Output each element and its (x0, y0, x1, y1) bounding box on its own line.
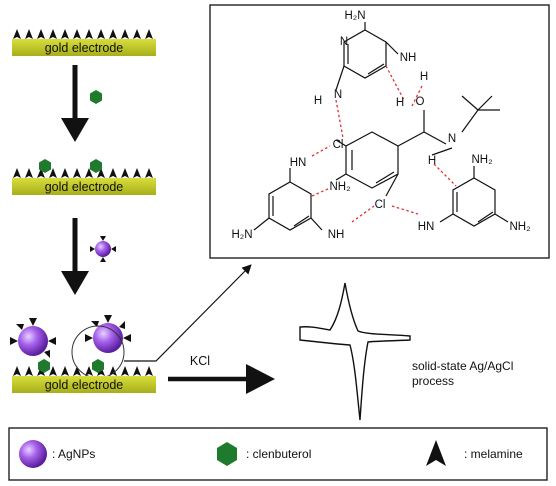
hydrogen-bonds (311, 65, 457, 223)
melamine-legend-label: : melamine (464, 447, 523, 461)
nh2-label: H₂N (344, 10, 365, 22)
gold-electrode-bar (12, 178, 156, 195)
melamine-legend-icon (426, 440, 446, 466)
result-text-line2: process (412, 374, 454, 388)
zoom-arrow (124, 264, 252, 362)
h2n-label: H₂N (231, 229, 252, 241)
n-label: N (448, 133, 456, 145)
clenbuterol-legend-label: : clenbuterol (246, 447, 311, 461)
nh2-label: NH₂ (509, 221, 530, 233)
nh2-label: NH₂ (471, 154, 492, 166)
melamine-row-mid (13, 168, 153, 178)
electrode-bare: gold electrode (12, 29, 156, 56)
gold-electrode-label: gold electrode (45, 378, 124, 392)
hn-label: HN (418, 221, 435, 233)
structure-box (209, 4, 550, 259)
gold-electrode-label: gold electrode (45, 180, 124, 194)
gold-electrode-label: gold electrode (45, 41, 124, 55)
agnp-legend-label: : AgNPs (52, 447, 95, 461)
agnp-particle (10, 318, 56, 358)
h-label: H (420, 71, 428, 83)
ring-n-label: N (340, 36, 348, 48)
n-label: N (334, 89, 342, 101)
agnp-particle (85, 315, 131, 353)
legend-box (8, 427, 548, 481)
cl-label: Cl (333, 139, 344, 151)
electrode-with-clenbuterol: gold electrode (12, 159, 156, 195)
arrow-down-2 (61, 218, 89, 295)
arrow-down-1 (61, 65, 89, 142)
clenbuterol-icon (90, 90, 102, 104)
h-label: H (428, 155, 436, 167)
gold-electrode-bar (12, 39, 156, 56)
agnp-with-melamine-icon (90, 236, 116, 262)
molecule-structure (253, 22, 509, 231)
melamine-row-bottom (13, 366, 153, 376)
nh-label: NH (328, 229, 345, 241)
clenbuterol-legend-icon (217, 442, 237, 466)
hn-label: HN (290, 157, 307, 169)
h-label: H (396, 97, 404, 109)
cl-label: Cl (375, 199, 386, 211)
o-label: O (416, 96, 425, 108)
gold-electrode-bar (12, 376, 156, 393)
atom-labels: H₂N NH H O H N H N H Cl HN NH₂ NH₂ Cl H₂… (231, 10, 530, 241)
electrode-with-agnps: gold electrode (10, 315, 156, 393)
agnp-legend-icon (19, 440, 47, 468)
result-text-line1: solid-state Ag/AgCl (412, 359, 513, 373)
nh-label: NH (400, 52, 417, 64)
kcl-arrow (168, 364, 275, 394)
melamine-row-top (13, 29, 153, 39)
voltammogram-curve (299, 282, 411, 421)
h-label: H (314, 95, 322, 107)
kcl-label: KCl (190, 354, 210, 368)
nh2-label: NH₂ (329, 181, 350, 193)
